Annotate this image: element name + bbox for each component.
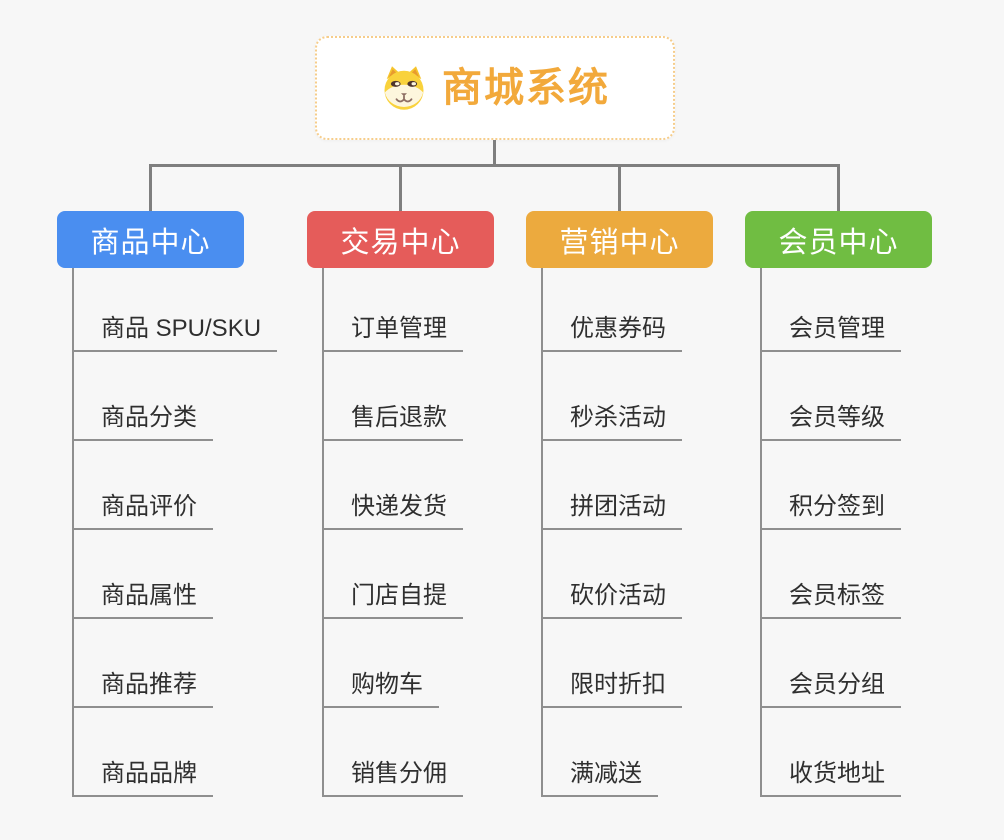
leaf-node[interactable]: 拼团活动 [543, 441, 682, 530]
leaf-node[interactable]: 会员管理 [762, 268, 901, 352]
branch-node-marketing-center[interactable]: 营销中心 [526, 211, 713, 268]
leaf-node[interactable]: 售后退款 [324, 352, 463, 441]
branch-column-marketing-center: 营销中心 优惠券码 秒杀活动 拼团活动 砍价活动 限时折扣 满减送 [526, 211, 713, 797]
leaf-node[interactable]: 商品推荐 [74, 619, 213, 708]
branch-label: 营销中心 [559, 226, 680, 259]
branch-column-product-center: 商品中心 商品 SPU/SKU 商品分类 商品评价 商品属性 商品推荐 商品品牌 [57, 211, 278, 797]
connector-root-stub [493, 140, 496, 167]
connector-drop-product [149, 164, 152, 211]
root-title: 商城系统 [442, 66, 610, 110]
branch-column-member-center: 会员中心 会员管理 会员等级 积分签到 会员标签 会员分组 收货地址 [745, 211, 932, 797]
leaf-node[interactable]: 销售分佣 [324, 708, 463, 797]
leaf-list-marketing-center: 优惠券码 秒杀活动 拼团活动 砍价活动 限时折扣 满减送 [541, 268, 713, 797]
leaf-node[interactable]: 购物车 [324, 619, 439, 708]
leaf-list-member-center: 会员管理 会员等级 积分签到 会员标签 会员分组 收货地址 [760, 268, 932, 797]
leaf-node[interactable]: 会员标签 [762, 530, 901, 619]
root-node[interactable]: 商城系统 [315, 36, 675, 140]
branch-column-trade-center: 交易中心 订单管理 售后退款 快递发货 门店自提 购物车 销售分佣 [307, 211, 494, 797]
branch-label: 商品中心 [90, 226, 211, 259]
leaf-node[interactable]: 限时折扣 [543, 619, 682, 708]
leaf-node[interactable]: 商品分类 [74, 352, 213, 441]
branch-node-trade-center[interactable]: 交易中心 [307, 211, 494, 268]
leaf-node[interactable]: 快递发货 [324, 441, 463, 530]
leaf-list-trade-center: 订单管理 售后退款 快递发货 门店自提 购物车 销售分佣 [322, 268, 494, 797]
leaf-node[interactable]: 砍价活动 [543, 530, 682, 619]
leaf-node[interactable]: 商品品牌 [74, 708, 213, 797]
leaf-node[interactable]: 商品评价 [74, 441, 213, 530]
shiba-dog-icon [384, 66, 424, 110]
leaf-node[interactable]: 商品 SPU/SKU [74, 268, 278, 352]
leaf-node[interactable]: 满减送 [543, 708, 658, 797]
leaf-node[interactable]: 门店自提 [324, 530, 463, 619]
leaf-node[interactable]: 收货地址 [762, 708, 901, 797]
leaf-node[interactable]: 订单管理 [324, 268, 463, 352]
leaf-node[interactable]: 积分签到 [762, 441, 901, 530]
branch-label: 会员中心 [778, 226, 899, 259]
connector-horizontal [149, 164, 840, 167]
leaf-node[interactable]: 会员分组 [762, 619, 901, 708]
leaf-list-product-center: 商品 SPU/SKU 商品分类 商品评价 商品属性 商品推荐 商品品牌 [72, 268, 278, 797]
connector-drop-trade [399, 164, 402, 211]
branch-label: 交易中心 [340, 226, 461, 259]
branch-node-product-center[interactable]: 商品中心 [57, 211, 244, 268]
branch-node-member-center[interactable]: 会员中心 [745, 211, 932, 268]
leaf-node[interactable]: 秒杀活动 [543, 352, 682, 441]
connector-drop-marketing [618, 164, 621, 211]
leaf-node[interactable]: 商品属性 [74, 530, 213, 619]
leaf-node[interactable]: 优惠券码 [543, 268, 682, 352]
leaf-node[interactable]: 会员等级 [762, 352, 901, 441]
connector-drop-member [837, 164, 840, 211]
